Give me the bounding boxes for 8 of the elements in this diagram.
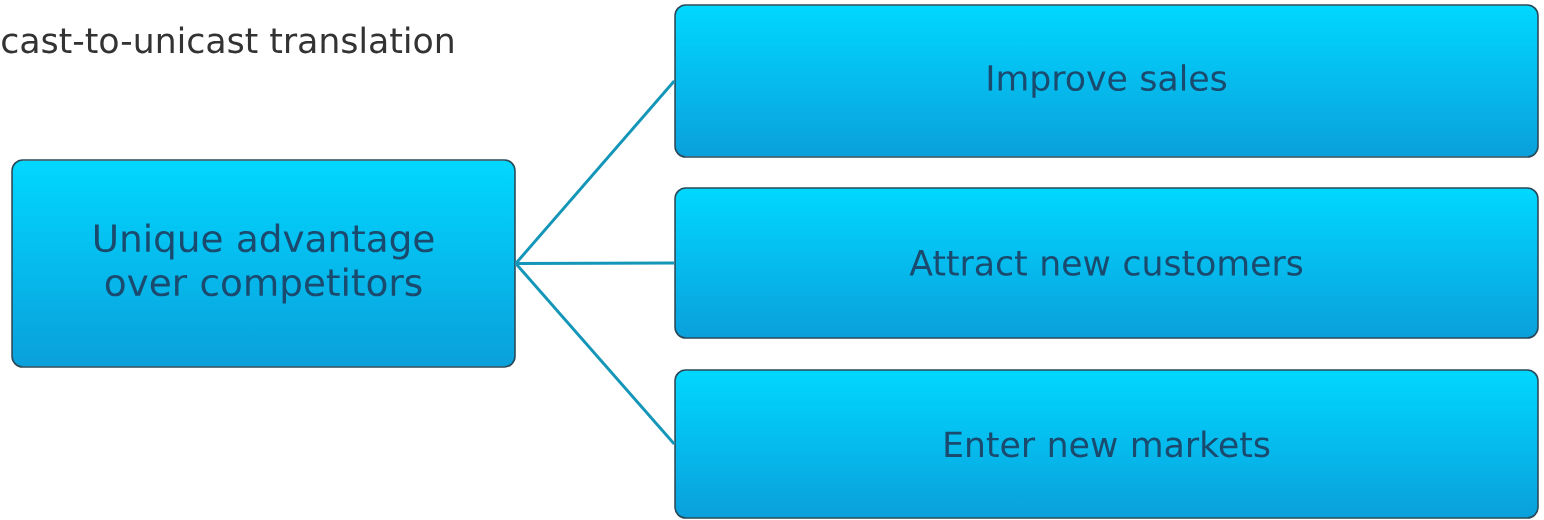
connector-line (515, 261, 675, 265)
process-box: Unique advantage over competitors (11, 159, 516, 368)
process-box: Attract new customers (674, 187, 1539, 339)
heading-text: cast-to-unicast translation (2, 26, 453, 54)
process-box: Improve sales (674, 4, 1539, 158)
connector-line (514, 262, 676, 445)
process-box: Enter new markets (674, 369, 1539, 519)
connector-line (514, 80, 676, 265)
